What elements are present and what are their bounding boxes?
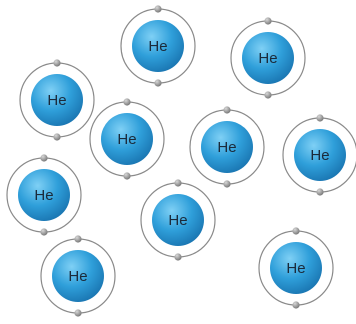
helium-atom: He [140,179,216,261]
electron [264,91,272,99]
electron [53,59,61,67]
atom-symbol-label: He [217,139,236,156]
helium-atom: He [230,17,306,99]
helium-nucleus [242,32,294,84]
electron [40,228,48,236]
electron [292,227,300,235]
atom-symbol-label: He [34,187,53,204]
helium-atom: He [6,154,82,236]
electron [223,180,231,188]
electron [264,17,272,25]
helium-nucleus [31,74,83,126]
helium-atom: He [40,235,116,317]
helium-nucleus [101,113,153,165]
helium-nucleus [152,194,204,246]
electron [174,253,182,261]
electron [53,133,61,141]
electron [154,5,162,13]
electron [174,179,182,187]
electron [74,309,82,317]
electron [74,235,82,243]
helium-atom: He [89,98,165,180]
helium-atom: He [19,59,95,141]
atom-symbol-label: He [286,260,305,277]
electron [123,98,131,106]
helium-nucleus [52,250,104,302]
helium-nucleus [201,121,253,173]
electron [123,172,131,180]
atom-symbol-label: He [310,147,329,164]
atom-symbol-label: He [117,131,136,148]
electron [154,79,162,87]
atom-symbol-label: He [168,212,187,229]
electron [316,114,324,122]
electron [292,301,300,309]
atom-symbol-label: He [258,50,277,67]
electron [316,188,324,196]
helium-atom: He [258,227,334,309]
helium-nucleus [270,242,322,294]
atom-symbol-label: He [148,38,167,55]
atom-symbol-label: He [68,268,87,285]
helium-atom: He [282,114,356,196]
electron [223,106,231,114]
atom-symbol-label: He [47,92,66,109]
helium-nucleus [132,20,184,72]
electron [40,154,48,162]
helium-atom: He [120,5,196,87]
helium-nucleus [18,169,70,221]
helium-atom: He [189,106,265,188]
helium-nucleus [294,129,346,181]
